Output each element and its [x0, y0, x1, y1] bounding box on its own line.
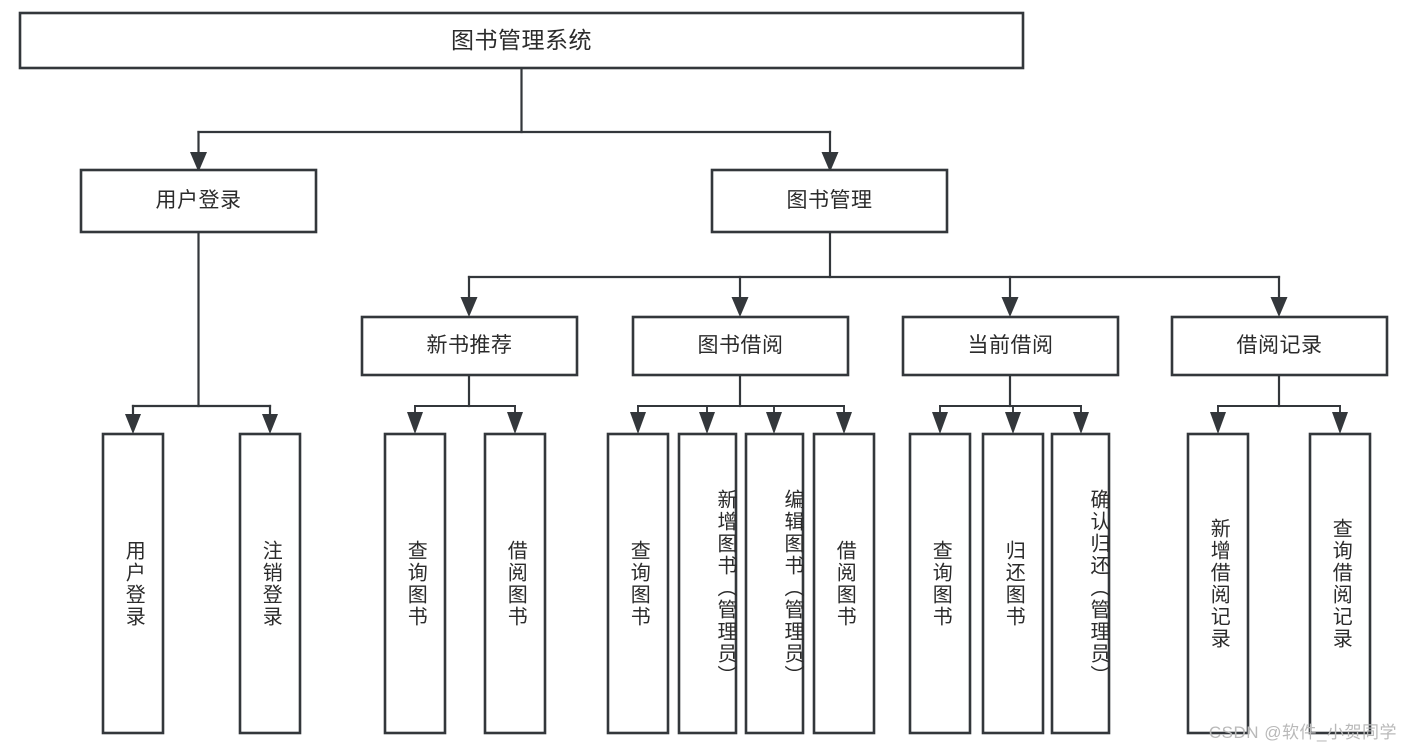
arrow-head-new-book-rec	[460, 297, 478, 317]
arrow-head-leaf-user-login	[125, 414, 141, 434]
arrow-head-leaf-borrow-book-2	[836, 412, 852, 434]
node-box-leaf-edit-book[interactable]	[744, 432, 805, 735]
node-box-book-borrow[interactable]	[631, 315, 850, 377]
node-box-new-book-rec[interactable]	[360, 315, 579, 377]
edge-group-user-login	[125, 230, 278, 434]
node-box-leaf-user-login[interactable]	[101, 432, 165, 735]
node-box-leaf-confirm-return[interactable]	[1050, 432, 1111, 735]
arrow-head-leaf-confirm-return	[1073, 412, 1089, 434]
node-box-book-manage[interactable]	[710, 168, 949, 234]
edge-group-book-borrow	[630, 373, 852, 434]
node-box-borrow-record[interactable]	[1170, 315, 1389, 377]
node-box-leaf-user-logout[interactable]	[238, 432, 302, 735]
edge-group-new-book-rec	[407, 373, 523, 434]
arrow-head-leaf-query-book-1	[407, 412, 423, 434]
node-box-leaf-add-record[interactable]	[1186, 432, 1250, 735]
edge-group-borrow-record	[1210, 373, 1348, 434]
arrow-head-leaf-query-record	[1332, 412, 1348, 434]
arrow-head-leaf-query-book-3	[932, 412, 948, 434]
arrow-head-leaf-add-record	[1210, 412, 1226, 434]
arrow-head-current-borrow	[1001, 297, 1019, 317]
node-box-leaf-query-record[interactable]	[1308, 432, 1372, 735]
node-box-leaf-query-book-1[interactable]	[383, 432, 447, 735]
node-box-current-borrow[interactable]	[901, 315, 1120, 377]
arrow-head-leaf-add-book	[699, 412, 715, 434]
node-box-root[interactable]	[18, 11, 1025, 70]
edge-group-current-borrow	[932, 373, 1089, 434]
node-box-user-login[interactable]	[79, 168, 318, 234]
edge-group-book-manage	[460, 230, 1288, 317]
arrow-head-borrow-record	[1270, 297, 1288, 317]
node-box-leaf-query-book-2[interactable]	[606, 432, 670, 735]
arrow-head-leaf-return-book	[1005, 412, 1021, 434]
node-box-leaf-query-book-3[interactable]	[908, 432, 972, 735]
arrow-head-book-borrow	[731, 297, 749, 317]
arrow-head-user-login	[190, 152, 207, 172]
node-box-leaf-return-book[interactable]	[981, 432, 1045, 735]
node-box-leaf-add-book[interactable]	[677, 432, 738, 735]
arrow-head-leaf-user-logout	[262, 414, 278, 434]
node-box-leaf-borrow-book-2[interactable]	[812, 432, 876, 735]
node-box-leaf-borrow-book-1[interactable]	[483, 432, 547, 735]
arrow-head-book-manage	[821, 152, 839, 172]
arrow-head-leaf-borrow-book-1	[507, 412, 523, 434]
arrow-head-leaf-query-book-2	[630, 412, 646, 434]
arrow-head-leaf-edit-book	[766, 412, 782, 434]
edge-group-root	[190, 66, 839, 172]
